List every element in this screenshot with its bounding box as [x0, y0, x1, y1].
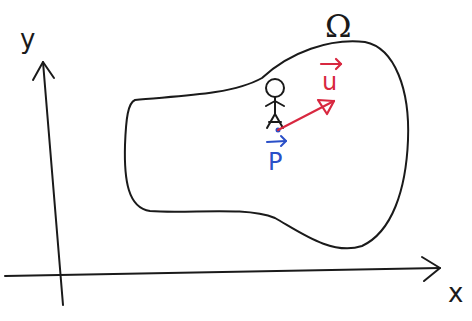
y-axis	[43, 62, 63, 305]
axis-arrowhead	[33, 62, 54, 80]
region-label: Ω	[325, 10, 352, 42]
axis-label: x	[448, 280, 463, 306]
axis-arrowhead	[422, 257, 440, 281]
axis-label: y	[20, 26, 35, 52]
x-axis	[5, 268, 440, 276]
point-label: P	[268, 150, 282, 174]
vector-arrow	[278, 59, 341, 130]
vector-label: u	[322, 70, 337, 94]
region-shape	[120, 8, 415, 258]
stick-figure	[266, 79, 284, 128]
region-outline: Ω	[120, 8, 415, 258]
region-border	[125, 41, 408, 248]
vector-mark	[267, 136, 286, 146]
